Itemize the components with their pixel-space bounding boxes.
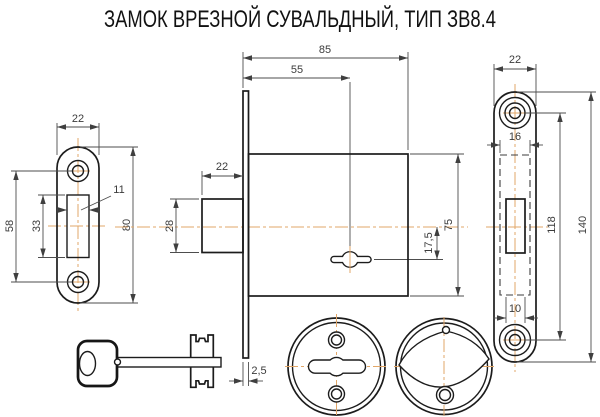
dim-strike-height: 80	[80, 146, 138, 304]
key-shaft	[111, 356, 222, 368]
dim-faceplate-height: 140	[517, 91, 596, 363]
dim-label: 118	[546, 216, 558, 234]
dim-label: 85	[319, 44, 331, 56]
dim-bolt-throw: 22	[201, 161, 243, 195]
dim-body-height: 75	[410, 153, 464, 297]
keyhole-escutcheon	[285, 314, 388, 417]
escutcheon-screw-hole-inner	[330, 334, 343, 346]
dim-label: 2,5	[251, 365, 266, 377]
dim-backset: 55	[243, 64, 350, 81]
escutcheon-screw-hole-inner	[330, 388, 343, 400]
deadbolt-side	[201, 198, 244, 254]
key-collar	[113, 358, 122, 366]
keyhole-side	[330, 250, 372, 269]
faceplate-front-view: 22 16 10 118 140	[486, 54, 596, 372]
dim-label: 16	[509, 131, 521, 143]
dim-lock-depth: 85	[243, 44, 408, 61]
dim-label: 80	[121, 219, 133, 231]
lock-body-side-view: 85 55 22 28 75 17,5	[115, 44, 468, 386]
faceplate-outline	[493, 91, 537, 363]
key-illustration	[76, 334, 222, 389]
thumbturn-pivot	[441, 325, 451, 335]
dim-label: 22	[509, 54, 521, 66]
drawing-title: ЗАМОК ВРЕЗНОЙ СУВАЛЬДНЫЙ, ТИП ЗВ8.4	[104, 5, 496, 33]
strike-screw-hole-inner	[71, 164, 85, 178]
dim-label: 28	[164, 220, 176, 232]
dim-label: 55	[291, 64, 303, 76]
dim-faceplate-thickness: 2,5	[229, 362, 267, 386]
strike-screw-hole-inner	[71, 275, 85, 289]
faceplate-screw-hole	[504, 329, 526, 351]
faceplate-screw-hole-inner	[508, 333, 522, 347]
dim-label: 140	[577, 216, 589, 234]
dim-faceplate-screw-spacing: 118	[526, 112, 566, 341]
thumbturn-escutcheon	[394, 317, 494, 416]
dim-keyhole-offset: 17,5	[423, 227, 440, 260]
escutcheon-keyhole-slot	[307, 356, 367, 377]
dim-strike-screw-spacing: 58	[4, 170, 72, 283]
thumbturn-knob	[398, 330, 490, 388]
faceplate-screw-hole-inner	[508, 106, 522, 120]
deadbolt-front	[505, 198, 526, 254]
dim-label: 11	[113, 184, 124, 196]
dim-bolt-width: 10	[493, 297, 538, 323]
lock-case	[247, 153, 409, 297]
faceplate-screw-hole	[504, 102, 526, 124]
dim-label: 22	[72, 113, 84, 125]
strike-bolt-cutout	[66, 194, 90, 259]
thumbturn-screw-hole-inner	[438, 388, 452, 402]
key-bow-hole	[78, 350, 97, 377]
dim-label: 58	[4, 220, 16, 232]
key-bow	[76, 339, 119, 388]
strike-plate-view: 22 58 33 80 11	[4, 113, 138, 312]
dim-label: 10	[509, 303, 521, 315]
dim-strike-width: 22	[56, 113, 100, 155]
dim-case-thickness: 16	[487, 131, 543, 153]
dim-strike-cutout-height: 33	[31, 194, 65, 258]
lock-case-hidden-outline	[499, 154, 531, 296]
dim-label: 17,5	[423, 232, 435, 253]
dim-label: 22	[216, 161, 228, 173]
dim-faceplate-width: 22	[493, 54, 537, 106]
dim-strike-cutout-width: 11	[57, 184, 125, 213]
dim-bolt-height: 28	[164, 198, 199, 253]
strike-plate-outline	[56, 146, 100, 304]
dim-label: 75	[443, 219, 455, 231]
dim-label: 33	[31, 220, 43, 232]
